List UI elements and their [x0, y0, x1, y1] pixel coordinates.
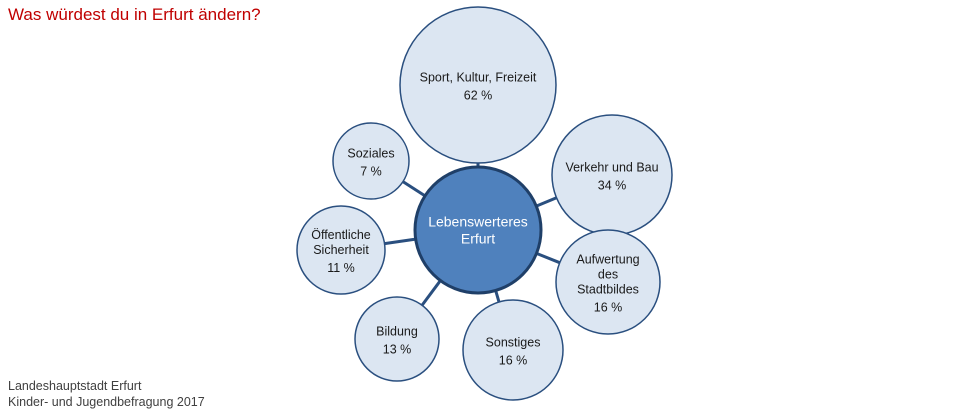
bubble-value: 13 %	[383, 343, 412, 357]
bubble-label: Öffentliche	[311, 228, 371, 242]
bubble-label: Stadtbildes	[577, 283, 639, 297]
bubble-label: Sonstiges	[486, 336, 541, 350]
connector-line	[494, 290, 501, 303]
bubble-label: des	[598, 268, 618, 282]
bubble-label: Aufwertung	[576, 253, 639, 267]
connectors	[384, 163, 561, 307]
connector-line	[384, 237, 416, 246]
connector-line	[535, 252, 561, 265]
bubble-label: Sicherheit	[313, 243, 369, 257]
bubbles: Sport, Kultur, Freizeit 62 % Verkehr und B…	[296, 6, 673, 401]
bubble-label: Soziales	[347, 147, 394, 161]
center-label: Lebenswerteres	[428, 214, 528, 230]
bubble-value: 34 %	[598, 179, 627, 193]
footer-source: Landeshauptstadt Erfurt	[8, 379, 142, 393]
bubble-sport-kultur-freizeit: Sport, Kultur, Freizeit 62 %	[399, 6, 557, 164]
bubble-verkehr-und-bau: Verkehr und Bau 34 %	[551, 114, 673, 236]
bubble-circle	[354, 296, 440, 382]
bubble-circle	[296, 205, 386, 295]
bubble-label: Sport, Kultur, Freizeit	[420, 71, 537, 85]
bubble-value: 7 %	[360, 165, 382, 179]
bubble-value: 11 %	[327, 261, 355, 275]
connector-line	[420, 279, 442, 307]
footer-survey: Kinder- und Jugendbefragung 2017	[8, 395, 205, 409]
footer: Landeshauptstadt Erfurt Kinder- und Juge…	[8, 378, 205, 410]
bubble-circle	[555, 229, 661, 335]
page-title: Was würdest du in Erfurt ändern?	[8, 5, 261, 24]
bubble-value: 62 %	[464, 89, 493, 103]
bubble-label: Verkehr und Bau	[565, 161, 658, 175]
bubble-sonstiges: Sonstiges 16 %	[462, 299, 564, 401]
bubble-value: 16 %	[499, 354, 528, 368]
connector-line	[402, 180, 426, 198]
bubble-circle	[551, 114, 673, 236]
bubble-circle	[399, 6, 557, 164]
center-label: Erfurt	[461, 231, 495, 247]
bubble-label: Bildung	[376, 325, 418, 339]
connector-line	[535, 196, 558, 208]
bubble-circle	[332, 122, 410, 200]
bubble-soziales: Soziales 7 %	[332, 122, 410, 200]
bubble-bildung: Bildung 13 %	[354, 296, 440, 382]
bubble-circle	[462, 299, 564, 401]
center-circle	[413, 165, 543, 295]
bubble-value: 16 %	[594, 301, 623, 315]
